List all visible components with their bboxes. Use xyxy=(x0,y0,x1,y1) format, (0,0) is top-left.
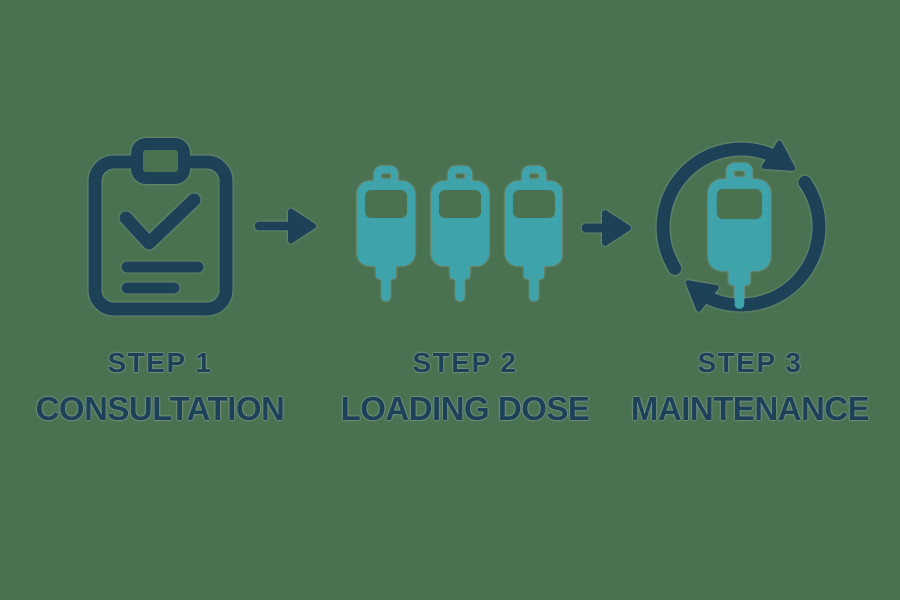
step-1-labels: STEP 1 CONSULTATION xyxy=(20,349,300,426)
step-3-name: MAINTENANCE xyxy=(630,390,870,427)
iv-bag-cycle-icon xyxy=(653,129,831,329)
step-3-labels: STEP 3 MAINTENANCE xyxy=(612,349,888,426)
clipboard-check-icon xyxy=(88,137,233,317)
arrow-right-icon xyxy=(254,204,319,248)
step-2-number: STEP 2 xyxy=(412,347,518,378)
step-1-name: CONSULTATION xyxy=(35,390,285,427)
arrow-right-icon xyxy=(581,206,634,250)
step-1-number: STEP 1 xyxy=(107,347,213,378)
step-3-number: STEP 3 xyxy=(697,347,803,378)
iv-bags-icon xyxy=(356,166,562,302)
step-2-name: LOADING DOSE xyxy=(340,390,590,427)
step-2-labels: STEP 2 LOADING DOSE xyxy=(330,349,600,426)
